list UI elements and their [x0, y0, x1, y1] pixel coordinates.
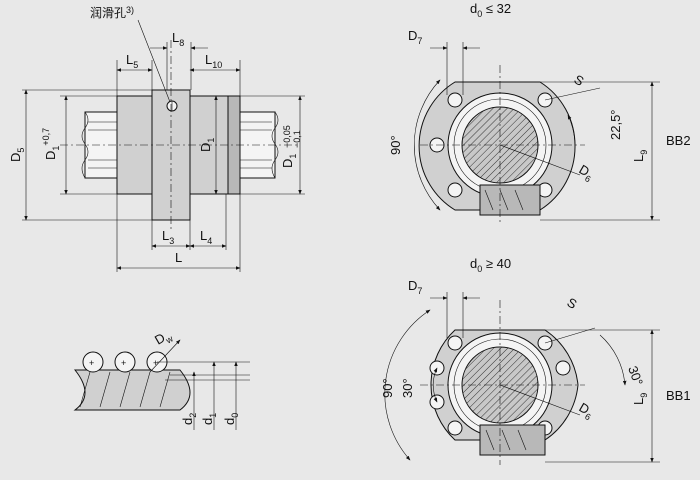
bb1-dim-D6: D6 [575, 400, 596, 423]
dim-d2: d2 [180, 413, 198, 425]
bb1-dim-D7: D7 [408, 278, 422, 296]
bb1-angle-90: 90° [380, 378, 395, 398]
bb2-angle-22-5: 22,5° [608, 109, 623, 140]
bb1-dim-L9: L9 [631, 393, 649, 405]
bb2-label: BB2 [666, 133, 691, 148]
bb1-condition: d0 ≥ 40 [470, 256, 511, 274]
dim-Dw: Dw [152, 326, 175, 350]
dim-D1-tol-lower: −0,1 [292, 130, 302, 148]
bb2-dim-D6: D6 [575, 162, 596, 185]
bb2-dim-L9: L9 [631, 150, 649, 162]
ball-1 [82, 351, 104, 373]
svg-text:+: + [153, 358, 158, 368]
dim-d1: d1 [200, 413, 218, 425]
bb1-dim-S: S [565, 295, 580, 312]
bb2-condition: d0 ≤ 32 [470, 1, 511, 19]
dim-L10: L10 [205, 52, 222, 70]
dim-L: L [175, 250, 182, 265]
bb2-view: d0 ≤ 32 D7 S 22,5° 90° D6 [388, 1, 691, 225]
bb2-angle-90: 90° [388, 135, 403, 155]
dim-L4: L4 [200, 228, 212, 246]
dim-D1-mid: D1 [198, 138, 216, 152]
dim-L3: L3 [162, 228, 174, 246]
dim-d0: d0 [222, 413, 240, 425]
ball-2 [114, 351, 136, 373]
bb2-dim-S: S [572, 72, 587, 89]
dim-L8: L8 [172, 30, 184, 48]
ball-detail: + + + Dw d2 d1 d0 [73, 326, 250, 430]
dim-D1-tol-upper: −0,05 [282, 125, 292, 148]
bb1-label: BB1 [666, 388, 691, 403]
bb1-angle-30-left: 30° [400, 378, 415, 398]
dim-D1-left: D1+0,7 [41, 128, 61, 160]
bb1-view: d0 ≥ 40 D7 S 30° 90° 30° D [380, 256, 691, 465]
bb2-dim-D7: D7 [408, 28, 422, 46]
svg-text:+: + [121, 358, 126, 368]
svg-text:+: + [89, 358, 94, 368]
bb1-angle-30-right: 30° [625, 364, 646, 388]
dim-D5: D5 [8, 148, 26, 162]
lube-hole-label: 润滑孔3) [90, 5, 134, 20]
dim-L5: L5 [126, 52, 138, 70]
dim-D1-right: D1 [280, 154, 298, 168]
side-view: L8 L5 L10 润滑孔3) D5 D1+0,7 D1 D1 −0,05 −0… [8, 5, 305, 272]
